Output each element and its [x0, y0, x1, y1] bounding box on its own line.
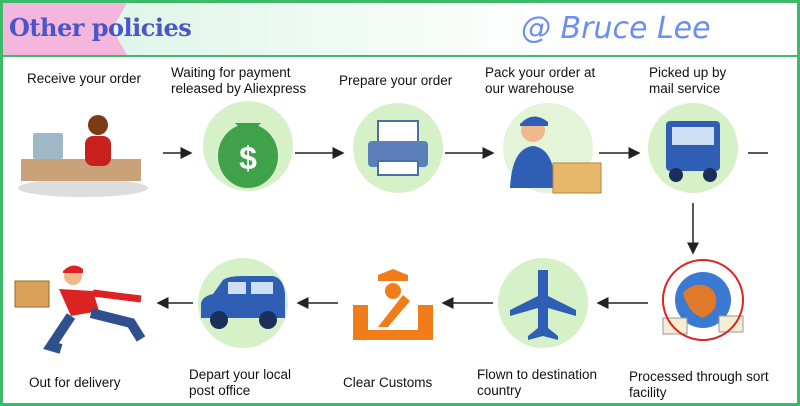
- step-label-receive: Receive your order: [27, 71, 142, 86]
- page-title: Other policies: [9, 13, 192, 42]
- svg-text:$: $: [239, 140, 257, 176]
- title-banner-shape: [3, 3, 127, 55]
- car-icon: [201, 276, 285, 329]
- step-label-picked-up: Picked up by mail service: [649, 65, 727, 96]
- customs-officer-icon: [353, 269, 433, 340]
- step-label-flown: Flown to destination country: [477, 367, 598, 398]
- header: Other policies @ Bruce Lee: [3, 3, 797, 57]
- worker-with-boxes-icon: [510, 116, 602, 194]
- truck-icon: [666, 121, 720, 182]
- step-label-depart: Depart your local post office: [189, 367, 292, 398]
- globe-mail-icon: [662, 259, 744, 341]
- step-label-waiting-payment: Waiting for payment released by Aliexpre…: [171, 65, 307, 96]
- money-bag-icon: $: [218, 123, 278, 188]
- step-label-pack: Pack your order at our warehouse: [485, 65, 596, 96]
- person-at-computer-icon: [18, 115, 148, 197]
- printer-icon: [368, 120, 428, 176]
- step-label-out-for-delivery: Out for delivery: [29, 375, 121, 390]
- flow-arrows: [156, 147, 768, 309]
- author-credit: @ Bruce Lee: [521, 11, 711, 46]
- step-label-processed: Processed through sort facility: [629, 369, 769, 400]
- delivery-man-icon: [14, 265, 146, 354]
- step-label-prepare: Prepare your order: [339, 73, 453, 88]
- step-label-customs: Clear Customs: [343, 375, 433, 390]
- airplane-icon: [510, 270, 576, 340]
